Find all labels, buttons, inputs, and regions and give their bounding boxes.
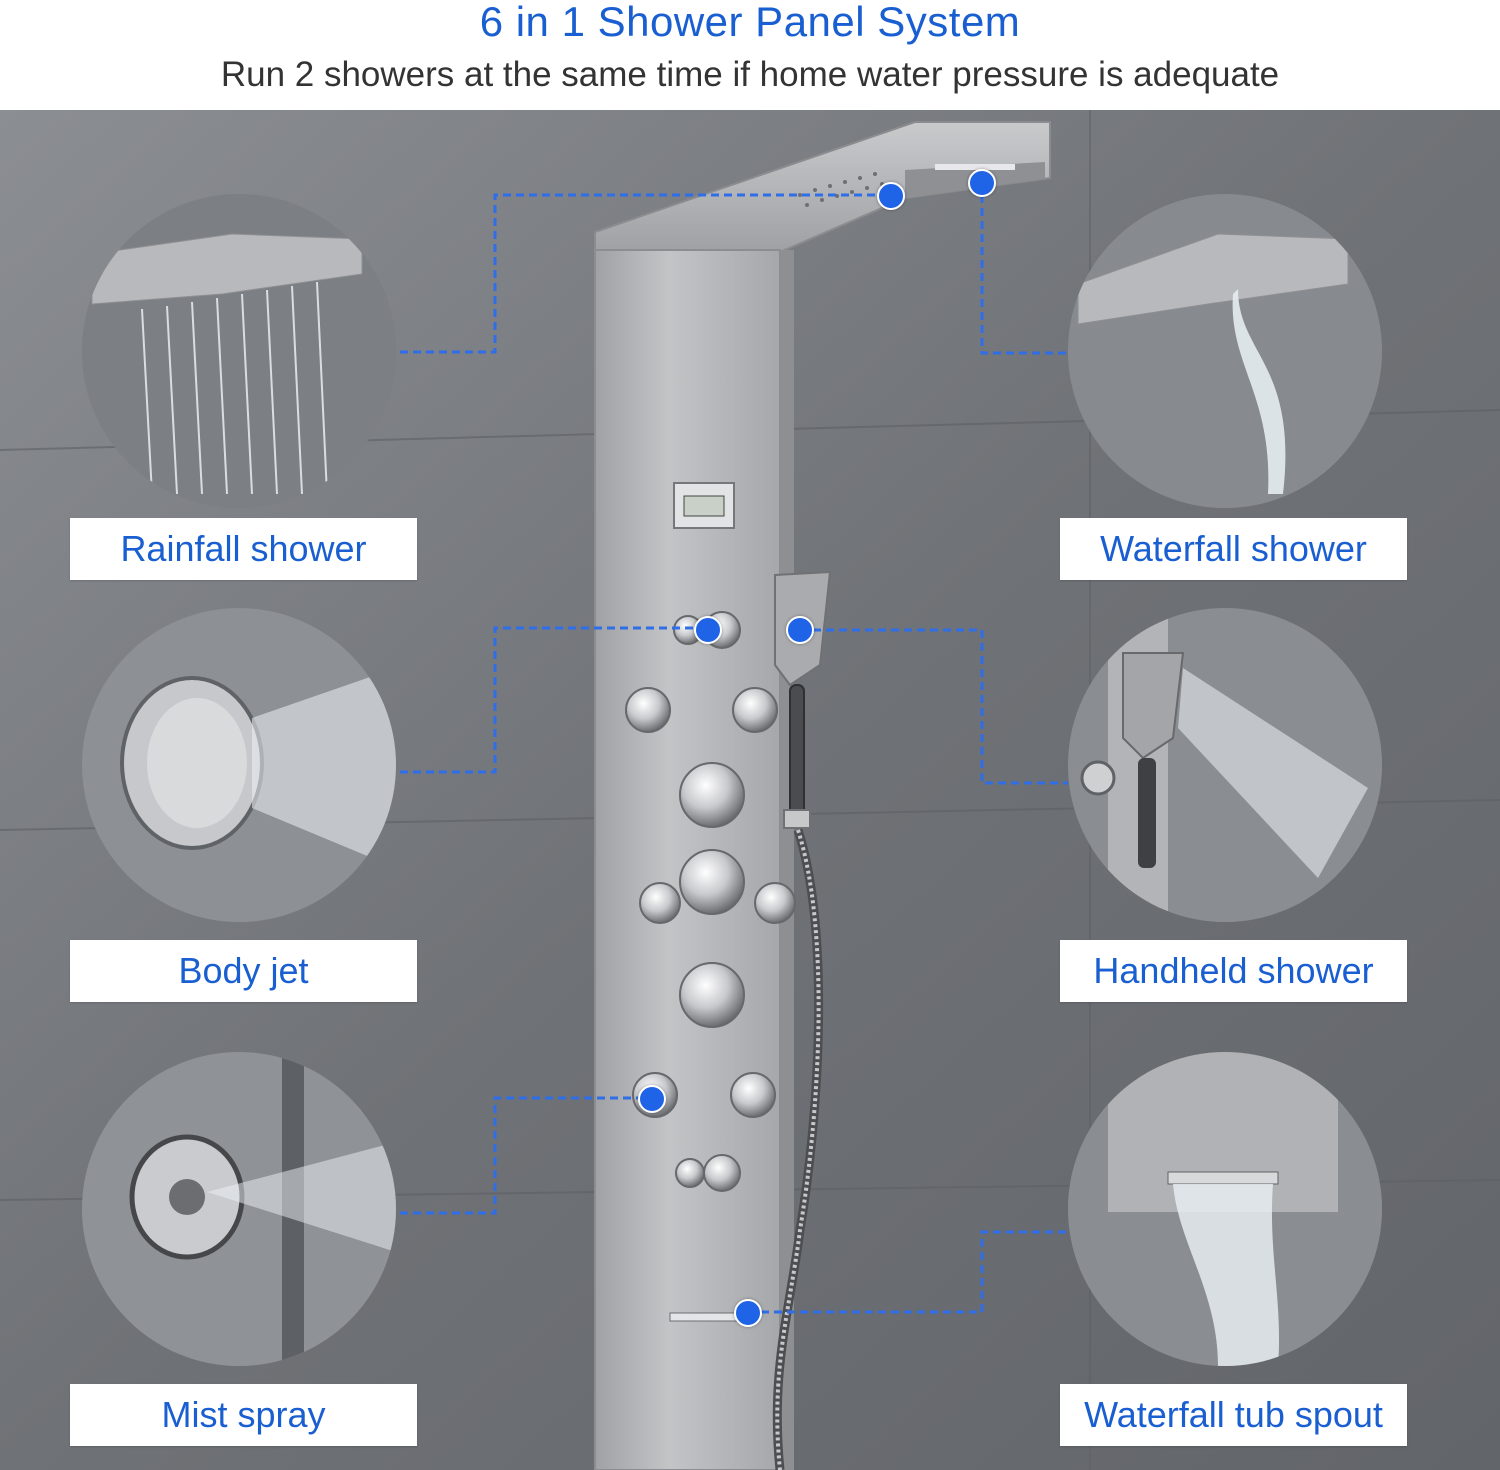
waterfall-shower-photo: [1068, 194, 1382, 508]
product-scene: Rainfall shower Waterfall shower Body je…: [0, 110, 1500, 1470]
waterfall-shower-label: Waterfall shower: [1060, 518, 1407, 580]
mist-spray-photo: [82, 1052, 396, 1366]
page-subtitle: Run 2 showers at the same time if home w…: [220, 55, 1280, 94]
mist-marker: [638, 1085, 666, 1113]
tub-spout-photo: [1068, 1052, 1382, 1366]
page-title: 6 in 1 Shower Panel System: [479, 0, 1021, 45]
handheld-marker: [786, 616, 814, 644]
handheld-shower-photo: [1068, 608, 1382, 922]
rainfall-shower-photo: [82, 194, 396, 508]
waterfall-marker: [968, 169, 996, 197]
mist-spray-label: Mist spray: [70, 1384, 417, 1446]
tub-spout-marker: [734, 1299, 762, 1327]
handheld-shower-label: Handheld shower: [1060, 940, 1407, 1002]
rainfall-marker: [877, 182, 905, 210]
body-jet-label: Body jet: [70, 940, 417, 1002]
header: 6 in 1 Shower Panel System Run 2 showers…: [0, 0, 1500, 110]
body-jet-photo: [82, 608, 396, 922]
tub-spout-label: Waterfall tub spout: [1060, 1384, 1407, 1446]
rainfall-shower-label: Rainfall shower: [70, 518, 417, 580]
body-jet-marker: [694, 616, 722, 644]
